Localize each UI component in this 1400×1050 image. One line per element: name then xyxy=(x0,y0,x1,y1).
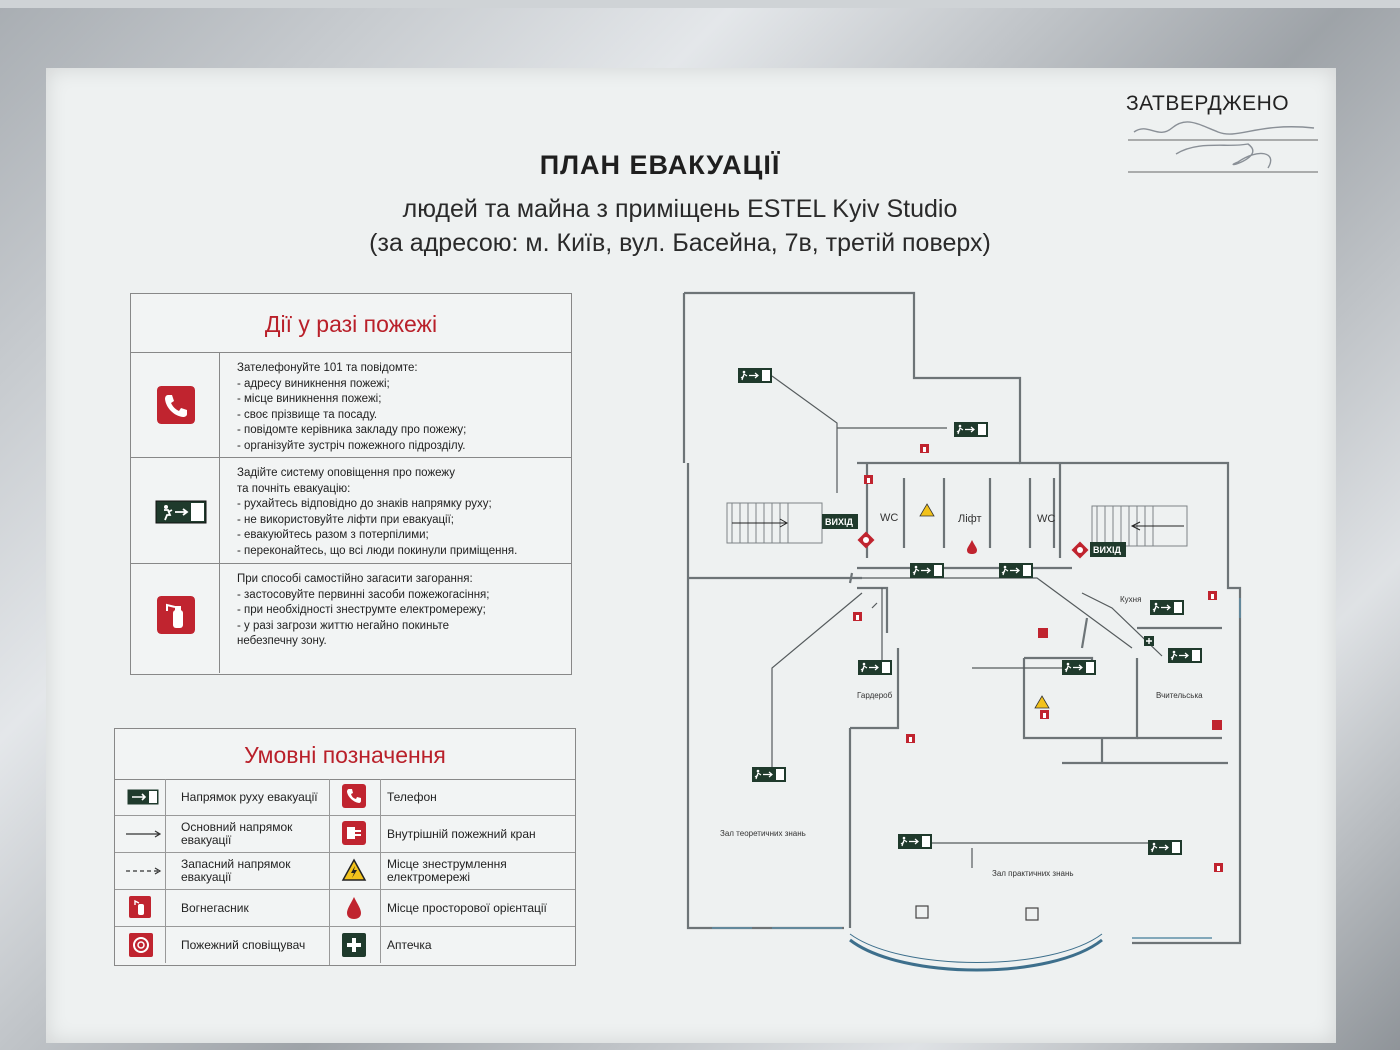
fire-actions-panel: Дії у разі пожежі Зателефонуйте 101 та п… xyxy=(130,293,572,675)
legend-label: Пожежний сповіщувач xyxy=(181,937,306,952)
action-row: При способі самостійно загасити загоранн… xyxy=(131,564,571,673)
column xyxy=(915,905,929,919)
alarms xyxy=(857,531,1089,559)
orientation-drop-icon xyxy=(347,897,361,919)
stairs-left xyxy=(726,502,823,544)
fire-extinguisher-icon xyxy=(157,596,195,634)
legend-label: Аптечка xyxy=(387,937,432,952)
action-text: Зателефонуйте 101 та повідомте:- адресу … xyxy=(237,362,467,452)
spare-route-arrow-icon xyxy=(126,867,162,875)
plan-title: ПЛАН ЕВАКУАЦІЇ xyxy=(539,150,781,180)
theory-hall-label: Зал теоретичних знань xyxy=(720,829,806,838)
lift-label: Ліфт xyxy=(958,513,982,525)
legend-label: Телефон xyxy=(387,789,437,804)
legend-row: Основний напрямок евакуації Внутрішній п… xyxy=(115,816,575,853)
floor-plan: ВИХІД ВИХІД WC Ліфт WC Кухня Гардероб Вч… xyxy=(682,291,1242,972)
walls xyxy=(682,291,1242,945)
action-row: Зателефонуйте 101 та повідомте:- адресу … xyxy=(131,353,571,458)
cloakroom-label: Гардероб xyxy=(857,691,893,700)
legend-label: Вогнегасник xyxy=(181,900,249,915)
fire-alarm-icon xyxy=(129,933,153,957)
exit-signs xyxy=(737,367,1203,856)
exit-label-left: ВИХІД xyxy=(825,517,853,527)
high-voltage-icon xyxy=(919,503,935,517)
wc-left-label: WC xyxy=(880,512,898,524)
first-aid-icon xyxy=(342,933,366,957)
evacuation-sign-icon xyxy=(155,500,207,524)
kitchen-label: Кухня xyxy=(1120,595,1141,604)
phone-icon xyxy=(1212,720,1222,730)
evacuation-routes xyxy=(771,375,1163,868)
orientation-drop-icon xyxy=(967,540,977,554)
legend-label: Місце знеструмлення електромережі xyxy=(387,857,507,884)
legend-row: Напрямок руху евакуації Телефон xyxy=(115,779,575,816)
exit-labels: ВИХІД ВИХІД xyxy=(822,514,1126,557)
legend-label: Запасний напрямок евакуації xyxy=(181,857,291,884)
phone-icon xyxy=(157,386,195,424)
high-voltage-icon xyxy=(1034,695,1050,709)
fire-extinguisher-icon xyxy=(129,896,151,918)
main-route-arrow-icon xyxy=(126,830,162,838)
high-voltage-icon xyxy=(341,858,367,881)
exit-label-right: ВИХІД xyxy=(1093,545,1121,555)
phone-icon xyxy=(342,784,366,808)
approval-signature xyxy=(1128,121,1318,173)
action-text: При способі самостійно загасити загоранн… xyxy=(237,573,490,647)
legend-panel: Умовні позначення Напрямок руху евакуаці… xyxy=(114,728,576,966)
windows xyxy=(712,598,1241,939)
subtitle-line-2: (за адресою: м. Київ, вул. Басейна, 7в, … xyxy=(369,229,991,257)
evacuation-sign-icon xyxy=(127,789,159,805)
legend-title: Умовні позначення xyxy=(115,729,575,780)
glass-facade xyxy=(849,938,1103,972)
fire-hydrant-icon xyxy=(342,821,366,845)
legend-row: Вогнегасник Місце просторової орієнтації xyxy=(115,890,575,927)
subtitle-line-1: людей та майна з приміщень ESTEL Kyiv St… xyxy=(402,195,958,223)
plan-subtitle: людей та майна з приміщень ESTEL Kyiv St… xyxy=(0,192,1360,260)
practice-hall-label: Зал практичних знань xyxy=(992,869,1074,878)
legend-label: Внутрішній пожежний кран xyxy=(387,826,536,841)
stairs-right xyxy=(1091,505,1188,547)
legend-label: Місце просторової орієнтації xyxy=(387,900,547,915)
column xyxy=(1025,907,1039,921)
legend-label: Основний напрямок евакуації xyxy=(181,820,293,847)
fire-actions-title: Дії у разі пожежі xyxy=(131,294,571,353)
legend-row: Запасний напрямок евакуації Місце знестр… xyxy=(115,853,575,890)
legend-label: Напрямок руху евакуації xyxy=(181,789,318,804)
teachers-room-label: Вчительська xyxy=(1156,691,1203,700)
legend-row: Пожежний сповіщувач Аптечка xyxy=(115,927,575,963)
wc-right-label: WC xyxy=(1037,513,1055,525)
approval-stamp: ЗАТВЕРДЖЕНО xyxy=(1126,92,1290,115)
phone-icon xyxy=(1038,628,1048,638)
